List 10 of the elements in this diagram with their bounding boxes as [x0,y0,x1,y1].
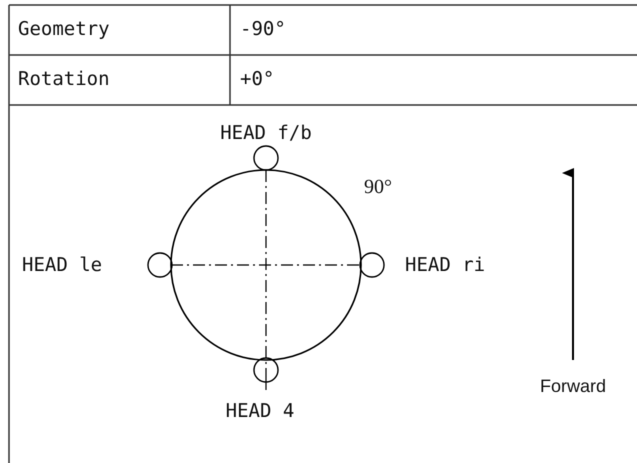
table-cell-text: +0° [240,68,274,90]
head-label: HEAD ri [405,254,486,276]
table-cell-text: Geometry [18,18,110,40]
table-cell-text: -90° [240,18,286,40]
direction-label: Forward [540,375,606,397]
angle-label: 90° [364,176,392,198]
head-label: HEAD le [22,254,102,276]
table-cell-text: Rotation [18,68,110,90]
head-label: HEAD f/b [220,122,312,144]
head-label: HEAD 4 [226,400,294,422]
